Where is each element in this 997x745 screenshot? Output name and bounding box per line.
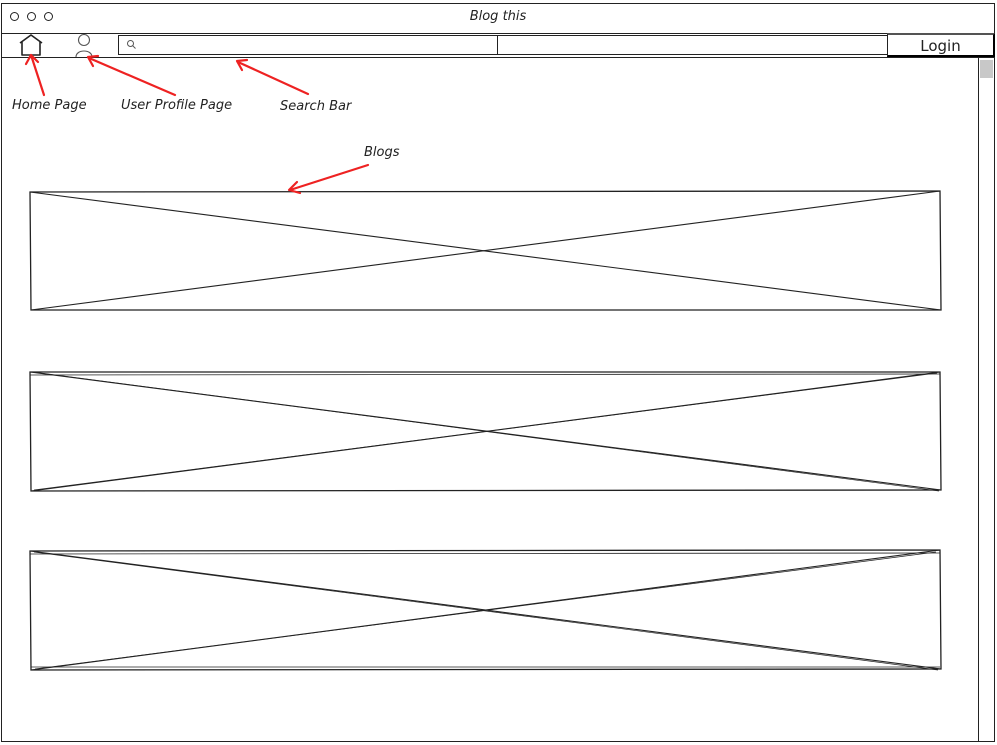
- user-profile-icon[interactable]: [74, 34, 94, 57]
- blog-item[interactable]: [29, 190, 942, 311]
- login-button[interactable]: Login: [887, 33, 995, 57]
- blog-item[interactable]: [29, 549, 942, 671]
- address-bar-extension: [498, 35, 887, 55]
- minimize-window-icon[interactable]: [27, 12, 36, 21]
- home-icon[interactable]: [18, 34, 44, 56]
- window-title: Blog this: [469, 9, 527, 24]
- annotation-user-profile-page: User Profile Page: [121, 98, 233, 113]
- annotation-search-bar: Search Bar: [280, 99, 352, 114]
- maximize-window-icon[interactable]: [44, 12, 53, 21]
- search-icon: [127, 40, 136, 49]
- annotation-blogs: Blogs: [364, 145, 400, 160]
- annotation-home-page: Home Page: [12, 98, 87, 113]
- search-input[interactable]: [118, 35, 498, 55]
- image-placeholder-icon: [29, 190, 942, 311]
- close-window-icon[interactable]: [10, 12, 19, 21]
- vertical-scrollbar[interactable]: [978, 58, 994, 741]
- title-bar: Blog this: [2, 4, 994, 34]
- image-placeholder-icon: [29, 371, 942, 492]
- image-placeholder-icon: [29, 549, 942, 671]
- toolbar: Login: [2, 33, 995, 58]
- scrollbar-thumb[interactable]: [980, 60, 993, 78]
- blog-item[interactable]: [29, 370, 942, 492]
